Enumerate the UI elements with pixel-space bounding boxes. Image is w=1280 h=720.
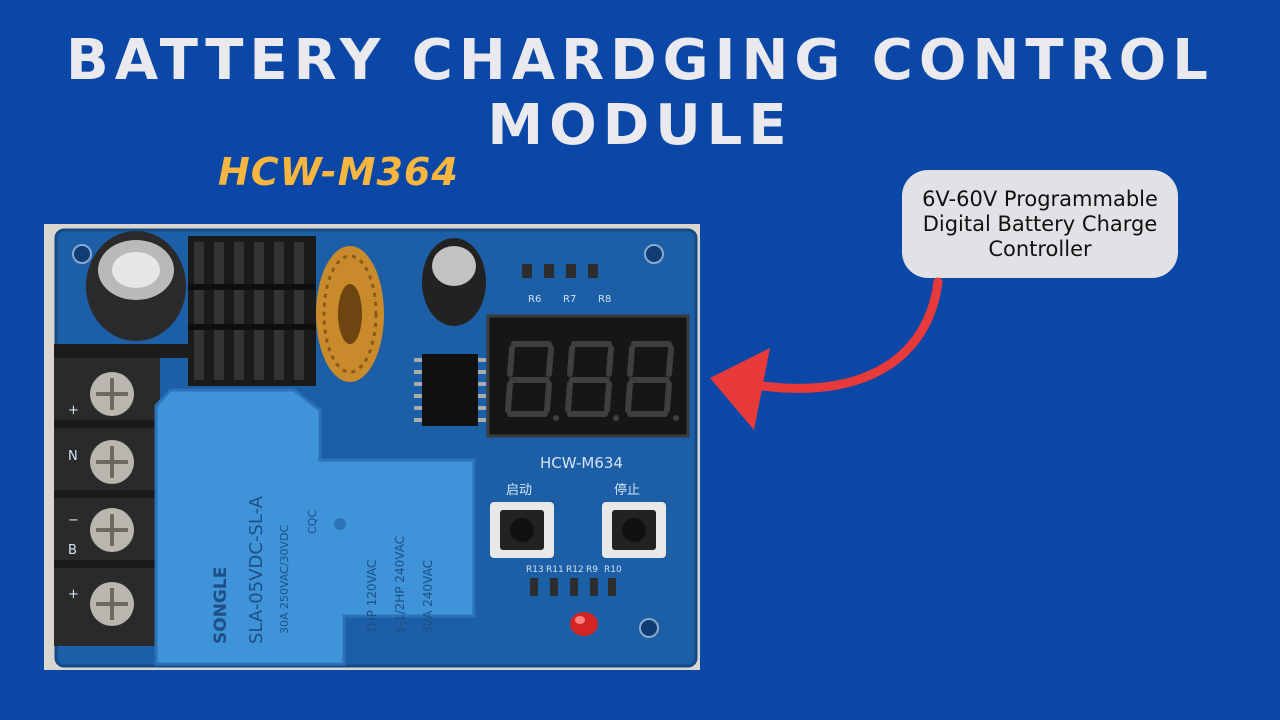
terminal-screw (90, 508, 134, 552)
terminal-label-n: N (68, 449, 78, 464)
resistor-row-top (522, 264, 598, 278)
silk-model: HCW-M634 (540, 454, 623, 472)
mount-hole (644, 244, 664, 264)
relay-brand: SONGLE (211, 567, 231, 644)
terminal-label-plus-2: + (68, 587, 79, 602)
stop-button-label: 停止 (614, 482, 640, 498)
capacitor-right (422, 238, 486, 326)
relay-rating-2: 1HP 120VAC (365, 560, 379, 634)
relay-rating-4: 30A 240VAC (421, 560, 435, 634)
silk-r10: R10 (604, 565, 622, 575)
terminal-screw (90, 440, 134, 484)
terminal-label-plus-1: + (68, 403, 79, 418)
model-label: HCW-M364 (218, 150, 459, 194)
mount-hole (72, 244, 92, 264)
start-button[interactable] (490, 502, 554, 558)
relay-part: SLA-05VDC-SL-A (246, 495, 267, 644)
resistor-row-bottom (530, 578, 616, 596)
callout-bubble: 6V-60V Programmable Digital Battery Char… (902, 170, 1178, 278)
module-photo: R6 R7 R8 HCW-M634 启动 停止 (44, 224, 700, 670)
ic-chip (414, 354, 486, 426)
silk-r8: R8 (598, 294, 611, 305)
callout-line-2: Digital Battery Charge (922, 211, 1158, 236)
relay: SONGLE SLA-05VDC-SL-A 30A 250VAC/30VDC C… (154, 388, 476, 666)
pointer-arrow (710, 277, 943, 430)
relay-rating-3: 1-1/2HP 240VAC (393, 536, 407, 634)
terminal-label-minus: − (68, 513, 79, 528)
terminal-label-b: B (68, 543, 77, 558)
terminal-screw (90, 582, 134, 626)
silk-r7: R7 (563, 294, 576, 305)
start-button-label: 启动 (506, 483, 532, 498)
callout-line-3: Controller (988, 236, 1092, 261)
silk-r9: R9 (586, 565, 598, 575)
seven-segment-display (486, 314, 690, 438)
silk-r6: R6 (528, 294, 541, 305)
terminal-screw (90, 372, 134, 416)
mount-hole (639, 618, 659, 638)
capacitor-left (86, 231, 186, 341)
red-led (570, 612, 598, 636)
silk-r13: R13 (526, 565, 544, 575)
silk-r11: R11 (546, 565, 564, 575)
callout-line-1: 6V-60V Programmable (922, 186, 1158, 211)
silk-r12: R12 (566, 565, 584, 575)
stop-button[interactable] (602, 502, 666, 558)
heatsink (188, 236, 316, 386)
relay-rating-1: 30A 250VAC/30VDC (278, 524, 291, 634)
inductor-coil (316, 246, 384, 382)
relay-cqc: CQC (306, 510, 319, 534)
terminal-block (54, 344, 194, 646)
page-title: BATTERY CHARDGING CONTROL MODULE (66, 28, 1214, 158)
